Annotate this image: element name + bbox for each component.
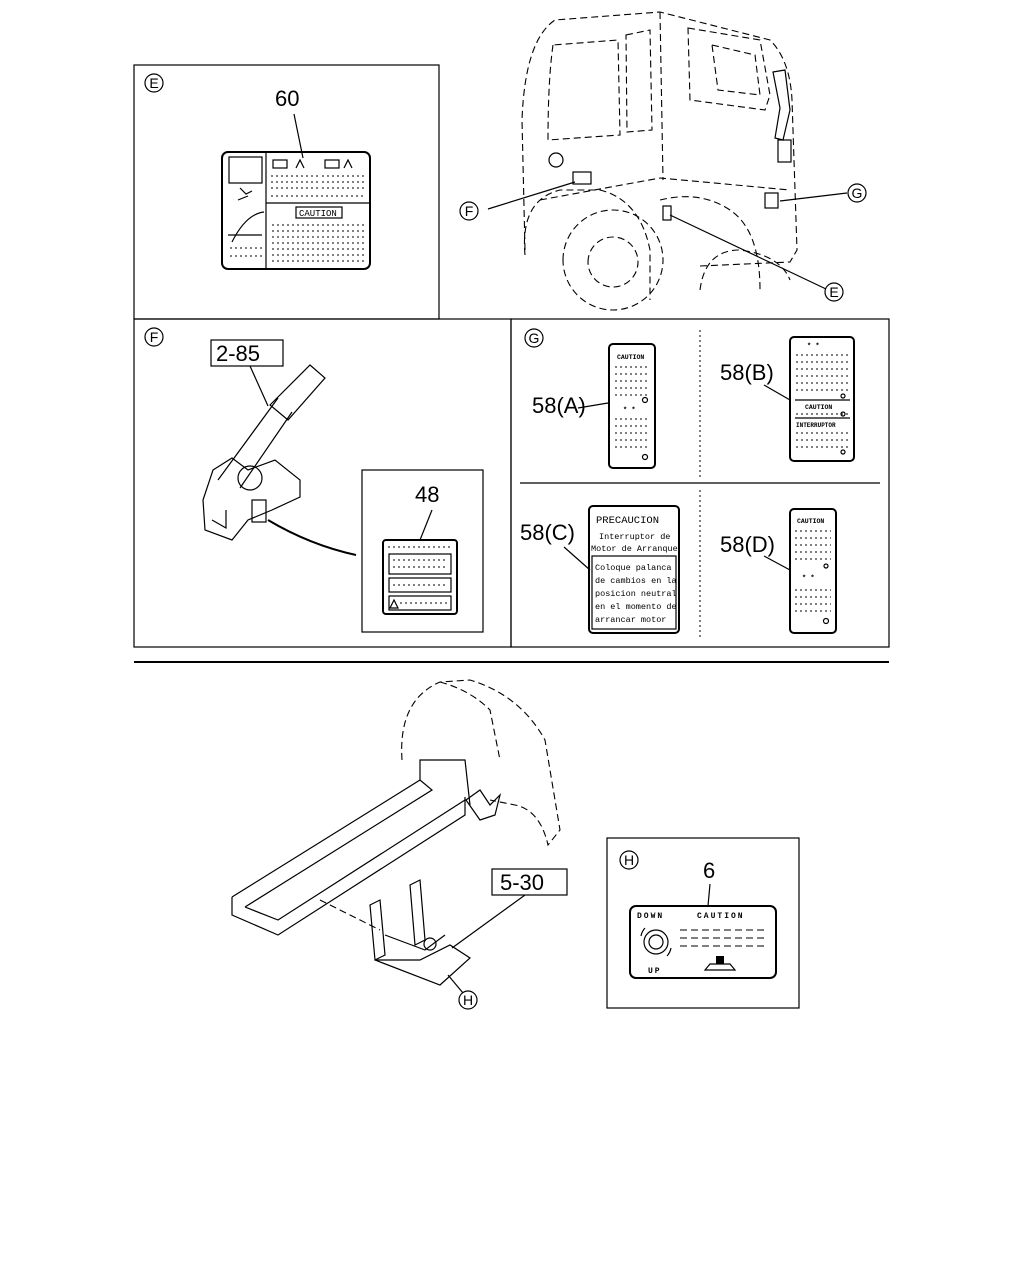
- label-6-outline: [629, 905, 777, 979]
- ref-58d: 58(D): [720, 532, 775, 557]
- label-58d-outline: [789, 508, 837, 634]
- ref-5-30-box: [491, 868, 568, 896]
- ref-6: 6: [703, 858, 715, 883]
- svg-text:* *: * *: [807, 343, 820, 351]
- marker-e-label: E: [149, 75, 158, 91]
- panel-h: H 6 DOWN CAUTION UP: [606, 837, 800, 1009]
- label-58c-title: PRECAUCION: [596, 515, 659, 527]
- ref-58a: 58(A): [532, 393, 586, 418]
- label-58c-body2: de cambios en la: [595, 576, 677, 586]
- panel-e: E 60 CAUTION: [133, 64, 440, 320]
- marker-h-panel-label: H: [624, 852, 634, 868]
- ref-2-85: 2-85: [216, 341, 260, 366]
- label-6-down: DOWN: [637, 912, 664, 921]
- label-58a: CAUTION * *: [608, 343, 656, 469]
- label-6: DOWN CAUTION UP: [629, 905, 777, 979]
- marker-f-panel-label: F: [150, 329, 159, 345]
- label-58c-outline: [588, 505, 680, 634]
- marker-g-panel-label: G: [529, 330, 540, 346]
- lever-label-spot: [251, 499, 267, 523]
- label-58b-interruptor: INTERRUPTOR: [796, 422, 836, 429]
- cab-tilt-illustration: 5-30 H: [231, 679, 568, 1010]
- ref-5-30: 5-30: [500, 870, 544, 895]
- marker-e-callout-label: E: [829, 284, 838, 300]
- svg-text:* *: * *: [802, 575, 815, 583]
- marker-e-circle: [144, 73, 164, 93]
- marker-f-label: F: [465, 203, 474, 219]
- label-58c-body4: en el momento de: [595, 602, 677, 612]
- label-58c: PRECAUCION Interruptor de Motor de Arran…: [588, 505, 680, 634]
- marker-g-label: G: [852, 185, 863, 201]
- label-48-outline: [382, 539, 458, 615]
- label-58c-body5: arrancar motor: [595, 615, 666, 625]
- ref-60: 60: [275, 86, 299, 111]
- ref-2-85-box: [210, 339, 284, 367]
- label-60: CAUTION: [221, 151, 371, 270]
- marker-h-label: H: [463, 992, 473, 1008]
- label-58c-body1: Coloque palanca: [595, 563, 672, 573]
- svg-text:* *: * *: [623, 407, 636, 415]
- label-58b-caution: CAUTION: [805, 404, 832, 411]
- truck-cab-illustration: F G E: [459, 11, 867, 311]
- panel-g: G 58(A) CAUTION * * 58(B): [510, 318, 890, 648]
- ref-58c: 58(C): [520, 520, 575, 545]
- panel-g-frame: [510, 318, 890, 648]
- label-58c-body3: posicion neutral: [595, 589, 677, 599]
- label-60-outline: [221, 151, 371, 270]
- label-58a-caution: CAUTION: [617, 354, 644, 361]
- panel-h-frame: [606, 837, 800, 1009]
- inset-48-frame: [361, 469, 484, 633]
- ref-58b: 58(B): [720, 360, 774, 385]
- label-60-caution: CAUTION: [299, 209, 337, 219]
- label-58d-caution: CAUTION: [797, 518, 824, 525]
- ref-48: 48: [415, 482, 439, 507]
- leader-60: [293, 113, 304, 159]
- label-58d: CAUTION * *: [789, 508, 837, 634]
- panel-f: F 2-85 48: [133, 318, 512, 648]
- label-6-caution: CAUTION: [697, 912, 745, 921]
- label-58b: * * CAUTION INTERRUPTOR: [789, 336, 855, 462]
- label-6-up: UP: [648, 967, 662, 976]
- panel-f-frame: [133, 318, 512, 648]
- label-58c-line2: Motor de Arranque: [591, 544, 678, 554]
- label-48: [382, 539, 458, 615]
- label-58c-line1: Interruptor de: [599, 532, 670, 542]
- label-58b-outline: [789, 336, 855, 462]
- label-58a-outline: [608, 343, 656, 469]
